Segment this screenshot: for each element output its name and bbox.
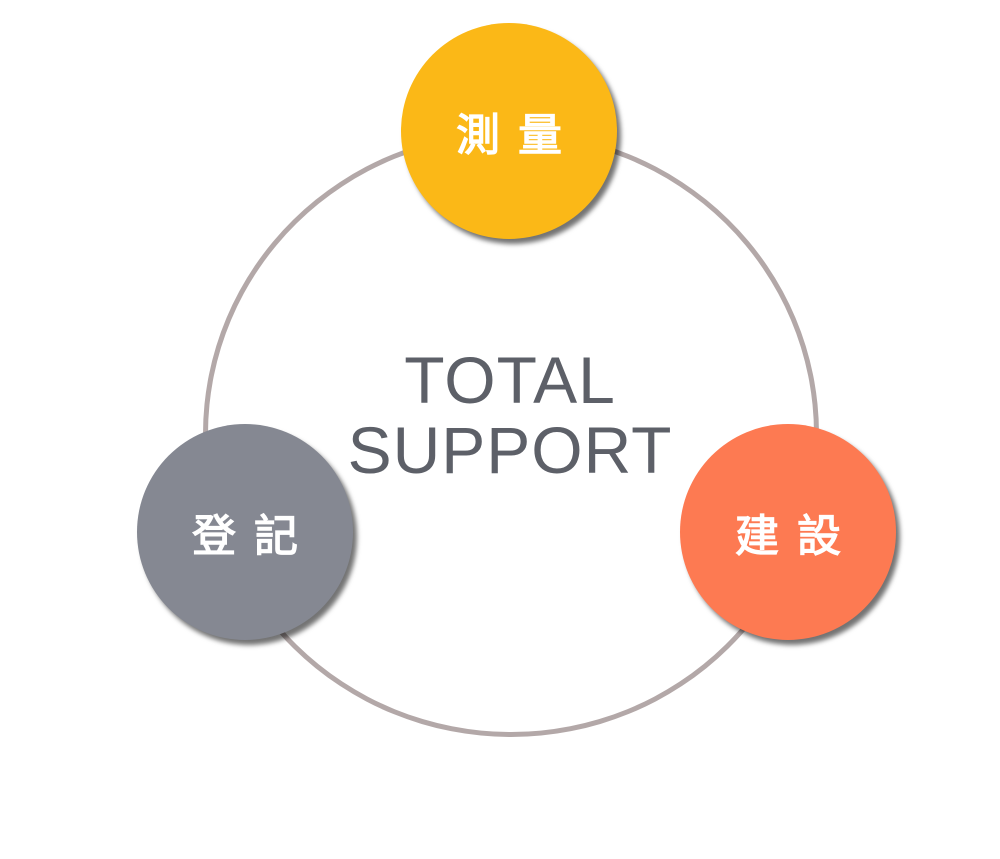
node-construction: 建設 xyxy=(680,424,896,640)
node-construction-label: 建設 xyxy=(735,511,859,562)
node-survey: 測量 xyxy=(401,23,617,239)
node-survey-label: 測量 xyxy=(456,110,580,161)
node-registry-label: 登記 xyxy=(192,511,316,562)
center-title-line-2: SUPPORT xyxy=(347,413,673,487)
center-title-line-1: TOTAL xyxy=(404,343,616,417)
center-title: TOTAL SUPPORT xyxy=(330,345,690,485)
node-registry: 登記 xyxy=(137,424,353,640)
